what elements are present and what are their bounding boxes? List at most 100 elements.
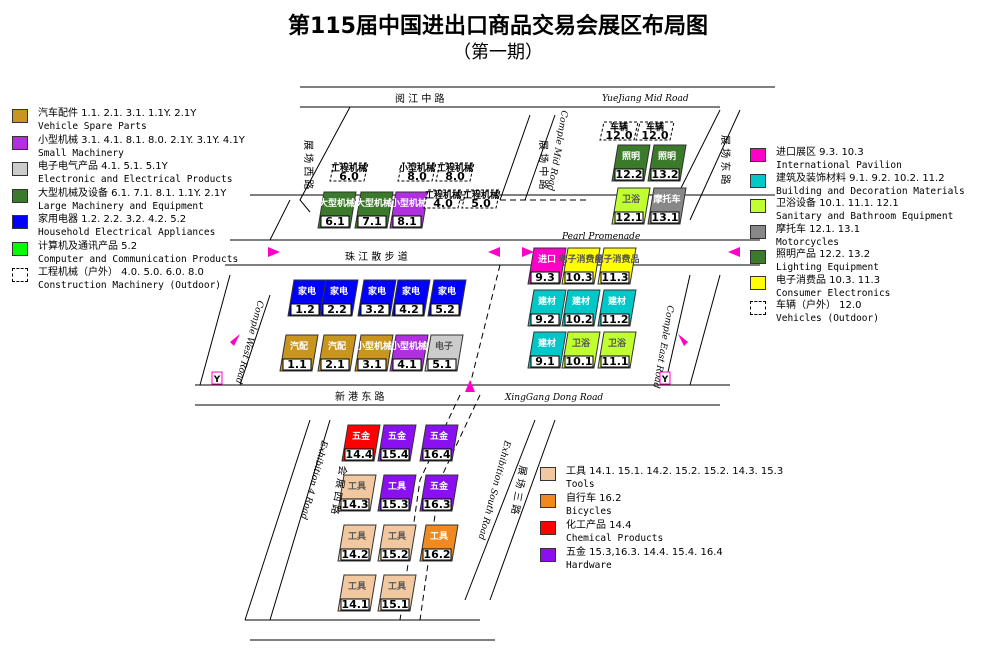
legend-right-cn: 车辆（户外） 12.0 xyxy=(776,300,862,311)
hall-number: 12.1 xyxy=(615,211,642,224)
hall-label: 电子消费品 xyxy=(558,253,603,265)
hall-number-tag xyxy=(600,355,630,368)
hall-number: 11.2 xyxy=(601,313,628,326)
legend-left-swatch xyxy=(12,241,28,256)
hall-number: 15.4 xyxy=(381,448,408,461)
gate-west-label: Y xyxy=(213,375,221,385)
hall-number-tag xyxy=(422,448,452,461)
hall-label: 工具 xyxy=(388,481,406,492)
hall-number-tag xyxy=(322,303,352,316)
outdoor-number: 8.0 xyxy=(407,170,427,183)
hall-number-tag xyxy=(380,448,410,461)
hall-number: 14.2 xyxy=(341,548,368,561)
hall-label: 工具 xyxy=(348,581,366,592)
halls-layer: 家电1.2家电2.2家电3.2家电4.2家电5.2汽配1.1汽配2.1小型机械3… xyxy=(279,144,687,612)
outdoor-layer: 工程机械6.0小型机械8.0工程机械8.0工程机械4.0工程机械5.0车辆12.… xyxy=(329,121,675,210)
legend-bottom-en: Bicycles xyxy=(566,506,612,517)
hall-label: 照明 xyxy=(658,151,676,162)
legend-left-swatch xyxy=(12,109,28,123)
hall-label: 汽配 xyxy=(328,340,346,352)
road-pearl-cn: 珠 江 散 步 道 xyxy=(345,250,408,263)
hall-number: 8.1 xyxy=(397,215,417,228)
road-yuejiang-en: YueJiang Mid Road xyxy=(602,94,689,104)
hall-number: 14.3 xyxy=(341,498,368,511)
hall-number: 6.1 xyxy=(325,215,345,228)
hall-1-1: 汽配1.1 xyxy=(279,334,319,372)
hall-3-2: 家电3.2 xyxy=(357,279,397,317)
legend-bottom-cn: 五金 15.3,16.3. 14.4. 15.4. 16.4 xyxy=(566,547,723,558)
hall-number: 3.1 xyxy=(362,358,382,371)
map-subtitle: （第一期） xyxy=(453,42,543,63)
legend-bottom-item: 工具 14.1. 15.1. 14.2. 15.2. 15.2. 14.3. 1… xyxy=(540,465,800,492)
legend-left-cn: 工程机械（户外） 4.0. 5.0. 6.0. 8.0 xyxy=(38,267,204,278)
road-west-en: Comple West Road xyxy=(233,299,265,385)
hall-label: 建材 xyxy=(572,295,590,307)
hall-label: 建材 xyxy=(538,295,556,307)
hall-number-tag xyxy=(564,355,594,368)
legend-right-cn: 卫浴设备 10.1. 11.1. 12.1 xyxy=(776,198,899,209)
hall-label: 大型机械 xyxy=(319,197,355,209)
road-south-cn: 展 场 三 路 xyxy=(508,464,529,515)
hall-number-tag xyxy=(380,498,410,511)
hall-label: 电子 xyxy=(435,340,453,352)
entrance-arrow-icon xyxy=(230,334,240,346)
hall-2-1: 汽配 2.1 xyxy=(317,334,357,372)
legend-right-en: Consumer Electronics xyxy=(776,287,891,299)
hall-label: 家电 xyxy=(330,285,348,297)
hall-9-3: 进口9.3 xyxy=(527,247,567,285)
hall-label: 建材 xyxy=(608,295,626,307)
legend-bottom-cn: 化工产品 14.4 xyxy=(566,520,632,531)
hall-number-tag xyxy=(430,303,460,316)
hall-label: 小型机械 xyxy=(355,340,392,352)
hall-label: 家电 xyxy=(298,285,316,297)
outdoor-block xyxy=(397,162,437,182)
legend-bottom-swatch xyxy=(540,467,556,481)
outdoor-block xyxy=(435,162,475,182)
hall-label: 小型机械 xyxy=(390,340,427,352)
legend-left-swatch xyxy=(12,135,28,150)
legend-bottom-swatch xyxy=(540,548,556,562)
hall-number: 10.1 xyxy=(565,355,592,368)
outdoor-label: 工程机械 xyxy=(437,162,473,174)
hall-number-tag xyxy=(394,303,424,316)
legend-right-en: International Pavilion xyxy=(776,160,902,171)
hall-number: 3.2 xyxy=(365,303,385,316)
hall-number: 2.1 xyxy=(325,358,345,371)
outdoor-block xyxy=(329,162,369,182)
hall-number-tag xyxy=(650,211,680,224)
legend-bottom-cn: 工具 14.1. 15.1. 14.2. 15.2. 15.2. 14.3. 1… xyxy=(566,466,784,477)
hall-number-tag xyxy=(650,168,680,181)
road-south2-en: Exhibition 4 Road xyxy=(298,438,329,520)
legend-left-en: Vehicle Spare Parts xyxy=(38,121,147,132)
legend-left-en: Construction Machinery (Outdoor) xyxy=(38,280,222,291)
entrance-arrow-icon xyxy=(522,247,534,257)
hall-label: 建材 xyxy=(538,337,556,349)
legend-left-en: Electronic and Electrical Products xyxy=(38,174,233,185)
hall-number-tag xyxy=(360,303,390,316)
hall-number-tag xyxy=(530,271,560,284)
map-title: 第115届中国进出口商品交易会展区布局图 xyxy=(288,14,708,39)
hall-5-2: 家电5.2 xyxy=(427,279,467,317)
hall-11-2: 建材 11.2 xyxy=(597,289,637,327)
legend-right-swatch xyxy=(750,250,766,264)
outdoor-number: 8.0 xyxy=(445,170,465,183)
hall-label: 摩托车 xyxy=(653,193,680,205)
outdoor-label: 小型机械 xyxy=(398,162,435,174)
legend-left-cn: 小型机械 3.1. 4.1. 8.1. 8.0. 2.1Y. 3.1Y. 4.1… xyxy=(38,134,245,146)
hall-number: 9.1 xyxy=(535,355,555,368)
outdoor-block xyxy=(423,189,463,209)
road-xingang-en: XingGang Dong Road xyxy=(504,393,603,403)
hall-number-tag xyxy=(357,215,387,228)
